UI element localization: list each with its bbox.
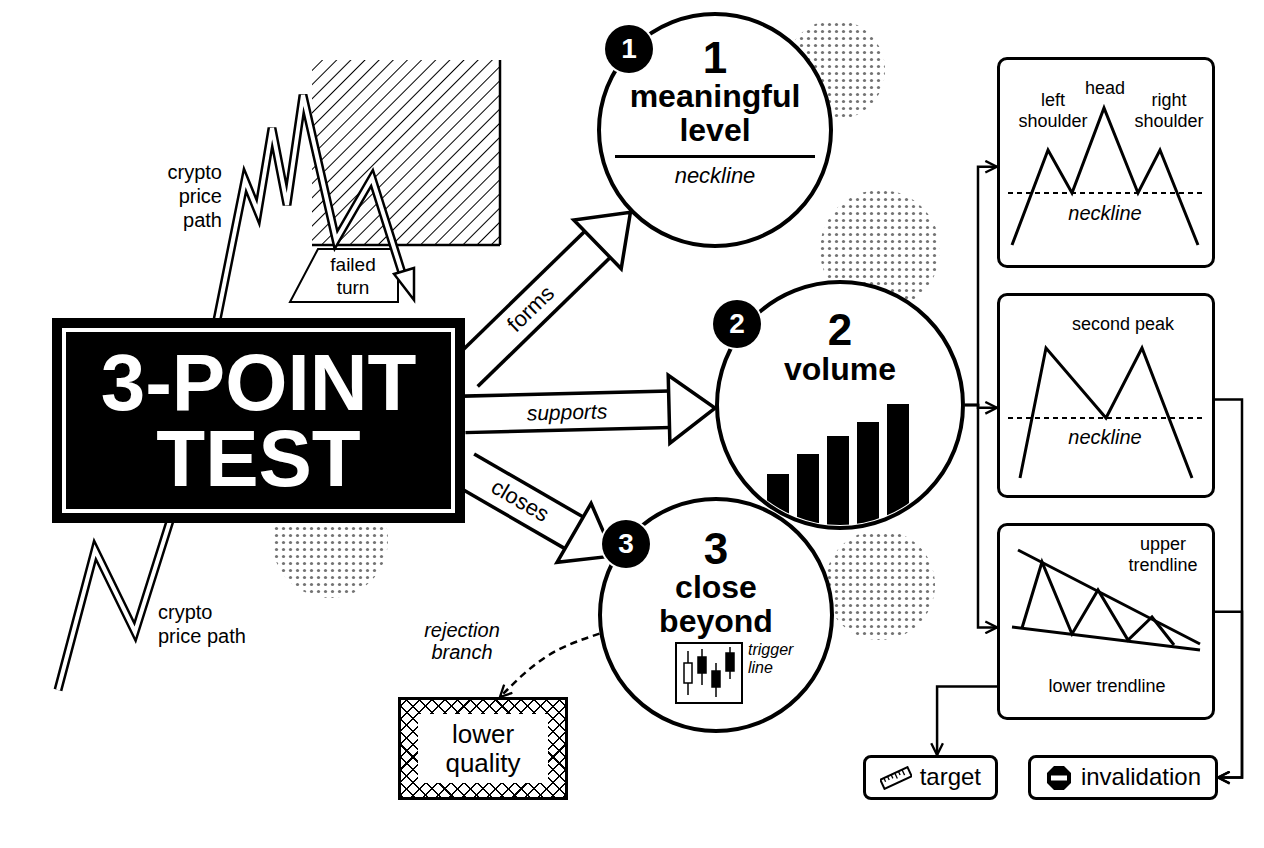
node-text: 1 — [621, 35, 637, 63]
edge-label: forms — [501, 279, 562, 339]
connector-line — [965, 167, 997, 405]
step-badge: 2 — [713, 300, 761, 348]
connector — [965, 167, 997, 405]
figure-label: crypto price path — [158, 600, 248, 648]
edge-label: rejection branch — [409, 619, 515, 663]
arrow-shaft-fill — [463, 469, 576, 534]
connector-line — [965, 405, 997, 627]
node-text: head — [1080, 78, 1130, 99]
node-text: 2 — [828, 308, 852, 352]
arrow-head — [574, 212, 631, 268]
node-text: 1 — [703, 36, 727, 80]
node-text: neckline — [1060, 426, 1150, 449]
hatched-zone — [312, 60, 500, 245]
block-arrow — [463, 469, 614, 563]
node-text: close beyond — [631, 571, 801, 638]
connector — [1215, 400, 1242, 778]
node-text: invalidation — [1081, 764, 1201, 790]
step-circle: 22volume — [715, 280, 965, 530]
node-text: upper trendline — [1118, 534, 1208, 575]
node-text: second peak — [1062, 314, 1184, 335]
node-text: left shoulder — [1015, 90, 1091, 131]
candlestick-chart — [676, 643, 742, 703]
node-text: trigger line — [748, 641, 802, 678]
node-text: 2 — [729, 310, 745, 338]
node-text: lower quality — [418, 714, 548, 783]
connector-line — [1215, 612, 1242, 778]
connector-line — [937, 687, 997, 755]
connector-line — [1215, 400, 1242, 778]
node-text: meaningful level — [615, 80, 815, 158]
step-circle: 33close beyondtrigger line — [598, 497, 834, 733]
connector-line — [500, 634, 599, 697]
invalidation-box: invalidation — [1028, 755, 1218, 800]
target-box: target — [863, 755, 998, 800]
step-badge: 1 — [605, 25, 653, 73]
pattern-panel: upper trendline lower trendline — [997, 523, 1215, 720]
node-text: volume — [784, 352, 896, 387]
node-text: 3 — [618, 530, 634, 558]
connector — [1215, 612, 1242, 778]
pattern-panel: left shoulderheadright shoulder neckline — [997, 57, 1215, 268]
node-text: lower trendline — [1022, 676, 1192, 697]
figure-label: crypto price path — [138, 160, 222, 232]
node-text: right shoulder — [1128, 90, 1210, 131]
step-badge: 3 — [602, 520, 650, 568]
ruler-icon — [880, 766, 912, 790]
node-text: neckline — [1060, 202, 1150, 225]
edge-label: supports — [523, 399, 610, 424]
outcome-box: lower quality — [398, 697, 568, 800]
block-arrow — [464, 212, 631, 374]
node-text: 3 — [704, 527, 728, 571]
arrow-head — [668, 375, 715, 443]
stop-icon — [1045, 764, 1073, 792]
step-circle: 11meaningful levelneckline — [597, 12, 833, 248]
connector — [937, 687, 997, 755]
pattern-panel: second peak neckline — [997, 293, 1215, 498]
edge-label: closes — [484, 474, 555, 529]
block-arrow — [463, 375, 715, 443]
node-text: neckline — [675, 164, 756, 188]
failed-turn-box — [290, 249, 398, 302]
node-text: target — [920, 764, 981, 790]
connector — [500, 634, 599, 697]
arrow-shaft-fill — [464, 243, 599, 375]
node-text: 3-POINT TEST — [74, 345, 444, 497]
connector — [965, 405, 997, 627]
callout-label: failed turn — [312, 254, 394, 300]
title-box: 3-POINT TEST — [52, 318, 465, 523]
